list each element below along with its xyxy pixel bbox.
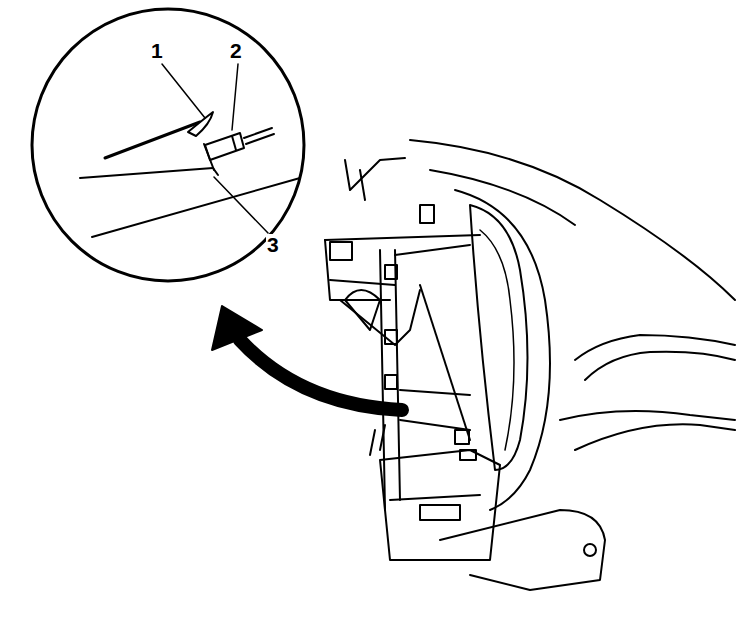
leader-line (232, 64, 238, 130)
callout-number: 3 (266, 234, 280, 255)
detail-circle (32, 9, 304, 281)
callout-number: 2 (229, 40, 243, 61)
detail-view (80, 112, 300, 237)
leader-line (162, 64, 205, 118)
leader-line (214, 177, 268, 233)
callout-number: 1 (150, 40, 164, 61)
pointer-arrow (240, 340, 402, 410)
panel-illustration (325, 140, 735, 590)
arrow-head (212, 306, 262, 350)
